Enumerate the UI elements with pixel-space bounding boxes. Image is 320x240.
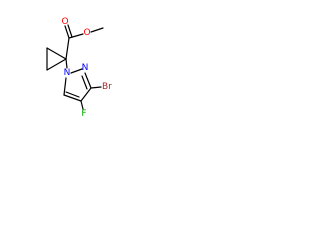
atom-label-carbonyl-oxygen: O [61, 17, 68, 27]
bond-n1-n2 [70, 68, 83, 74]
bond-n2-c3-b [81, 75, 88, 90]
molecule-canvas: O O N N Br F [0, 0, 152, 152]
chemical-structure: O O N N Br F [46, 17, 112, 119]
bond-c3-br [90, 86, 102, 89]
bond-ester-o-to-methyl [90, 27, 104, 33]
bond-c4-c5-a [63, 94, 82, 102]
atom-label-bromine: Br [102, 82, 112, 92]
atom-label-pyrazole-n1: N [64, 68, 71, 78]
bond-ring-to-n1 [65, 58, 68, 69]
bond-carbonyl-double-a [64, 25, 70, 39]
bond-carbonyl-to-ester-o [68, 33, 84, 39]
bond-cyclopropane-3 [46, 58, 67, 71]
bond-c4-c5-b [65, 91, 80, 98]
bond-ring-to-carbonyl [65, 37, 70, 60]
atom-label-pyrazole-n2: N [82, 63, 89, 73]
atom-label-fluorine: F [81, 109, 86, 119]
bond-c3-c4 [80, 87, 92, 102]
atom-label-ester-oxygen: O [83, 28, 90, 38]
bond-cyclopropane-2 [46, 47, 67, 60]
bond-c4-f [80, 100, 84, 110]
bond-c5-n1 [63, 77, 67, 96]
bond-n2-c3-a [84, 72, 92, 89]
bond-carbonyl-double-b [67, 24, 73, 38]
